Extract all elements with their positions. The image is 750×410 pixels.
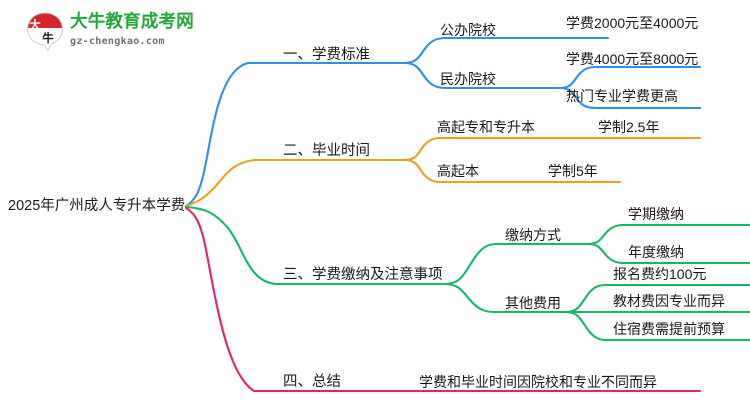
edge-root-to-branch1 [184, 61, 406, 208]
leaf-node-xuezhi-5[interactable]: 学制5年 [548, 163, 598, 179]
child-node-qita-feiyong[interactable]: 其他费用 [505, 295, 561, 311]
child-node-minban-yuanxiao[interactable]: 民办院校 [440, 71, 496, 87]
edge-branch3-to-jiaonafangshi [442, 242, 590, 286]
logo-text: 大牛教育成考网 gz-chengkao.com [70, 12, 194, 47]
leaf-node-zhusu-fei[interactable]: 住宿费需提前预算 [613, 321, 725, 337]
svg-text:大: 大 [29, 18, 41, 32]
mindmap-root-node[interactable]: 2025年广州成人专升本学费 [8, 198, 186, 214]
edge-branch2-to-gaoqizhuan [402, 136, 702, 162]
logo-subtitle: gz-chengkao.com [70, 36, 165, 48]
branch-node-2[interactable]: 二、毕业时间 [283, 143, 370, 159]
leaf-node-baoming-fei[interactable]: 报名费约100元 [613, 266, 707, 282]
leaf-node-remen-zhuanye[interactable]: 热门专业学费更高 [566, 88, 678, 104]
logo-title: 大牛教育成考网 [70, 12, 194, 32]
child-node-jiaona-fangshi[interactable]: 缴纳方式 [505, 227, 561, 243]
leaf-node-niandu-jiaona[interactable]: 年度缴纳 [628, 244, 684, 260]
branch-node-3[interactable]: 三、学费缴纳及注意事项 [283, 267, 443, 283]
svg-text:牛: 牛 [42, 31, 54, 45]
leaf-node-xueqi-jiaona[interactable]: 学期缴纳 [628, 206, 684, 222]
edge-jiaona-to-leaf1 [586, 223, 750, 246]
leaf-node-jiaocai-fei[interactable]: 教材费因专业而异 [613, 293, 725, 309]
leaf-node-gongban-xuefei[interactable]: 学费2000元至4000元 [566, 15, 699, 31]
site-logo: 大 牛 大牛教育成考网 gz-chengkao.com [24, 10, 224, 56]
child-node-gaoqizhuan-zhuanshengben[interactable]: 高起专和专升本 [437, 119, 535, 135]
speech-bubble-logo-icon: 大 牛 [26, 12, 64, 52]
edge-root-to-branch2 [184, 158, 406, 208]
child-node-gongban-yuanxiao[interactable]: 公办院校 [440, 22, 496, 38]
branch-node-1[interactable]: 一、学费标准 [283, 47, 370, 63]
edge-minban-to-leaf1 [558, 65, 702, 90]
leaf-node-xuezhi-2-5[interactable]: 学制2.5年 [598, 119, 660, 135]
child-node-zongjie-summary[interactable]: 学费和毕业时间因院校和专业不同而异 [419, 374, 657, 390]
branch-node-4[interactable]: 四、总结 [283, 374, 341, 390]
leaf-node-minban-xuefei[interactable]: 学费4000元至8000元 [566, 51, 699, 67]
child-node-gaoqiben[interactable]: 高起本 [437, 163, 479, 179]
